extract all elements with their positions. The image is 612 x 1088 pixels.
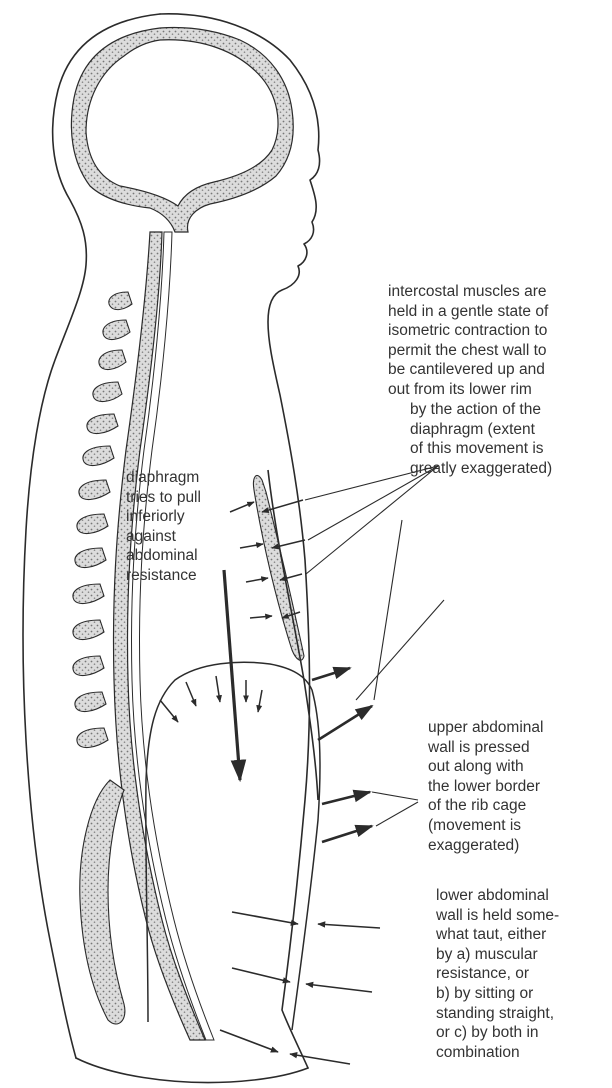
lower-abdominal-label-line: wall is held some- <box>436 906 559 926</box>
intercostal-label-line: be cantilevered up and <box>388 360 548 380</box>
lower-abdominal-label-line: what taut, either <box>436 925 559 945</box>
leader-lines <box>305 466 444 700</box>
base-outline <box>76 1058 308 1083</box>
chest-outward-arrows <box>312 668 372 740</box>
sacrum <box>80 780 125 1024</box>
lower-abdominal-label-line: combination <box>436 1043 559 1063</box>
intercostal-label-line: intercostal muscles are <box>388 282 548 302</box>
lower-abdominal-arrows <box>220 912 380 1064</box>
upper-abdominal-label-line: the lower border <box>428 777 543 797</box>
upper-abdominal-label-line: out along with <box>428 757 543 777</box>
lower-abdominal-label-line: lower abdominal <box>436 886 559 906</box>
intercostal-label-line: permit the chest wall to <box>388 341 548 361</box>
diaphragm-label-line: diaphragm <box>126 468 201 488</box>
diaphragm-label-line: resistance <box>126 566 201 586</box>
upper-abdominal-arrows <box>322 792 372 842</box>
upper-abdominal-label-line: of the rib cage <box>428 796 543 816</box>
lower-abdominal-label-line: or c) by both in <box>436 1023 559 1043</box>
lower-abdominal-label-line: standing straight, <box>436 1004 559 1024</box>
diaphragm-label-line: inferiorly <box>126 507 201 527</box>
upper-abdominal-leaders <box>372 792 418 826</box>
intercostal-label-continued-line: by the action of the <box>410 400 552 420</box>
upper-abdominal-label-line: upper abdominal <box>428 718 543 738</box>
lower-abdominal-label-line: resistance, or <box>436 964 559 984</box>
sternum <box>253 475 304 660</box>
diaphragm-arrow <box>224 570 240 780</box>
upper-abdominal-label-line: wall is pressed <box>428 738 543 758</box>
upper-abdominal-label-line: exaggerated) <box>428 836 543 856</box>
intercostal-label-line: isometric contraction to <box>388 321 548 341</box>
upper-abdominal-label-line: (movement is <box>428 816 543 836</box>
intercostal-label-line: out from its lower rim <box>388 380 548 400</box>
intercostal-label-continued-line: greatly exaggerated) <box>410 459 552 479</box>
intercostal-label-continued-line: diaphragm (extent <box>410 420 552 440</box>
diaphragm-label-line: against <box>126 527 201 547</box>
lower-abdominal-label-line: b) by sitting or <box>436 984 559 1004</box>
diaphragm-small-arrows <box>160 676 262 722</box>
diaphragm-label-line: abdominal <box>126 546 201 566</box>
diaphragm-label-line: tries to pull <box>126 488 201 508</box>
lower-abdominal-label-line: by a) muscular <box>436 945 559 965</box>
intercostal-label-continued-line: of this movement is <box>410 439 552 459</box>
intercostal-label-line: held in a gentle state of <box>388 302 548 322</box>
skull-layer <box>71 28 293 233</box>
